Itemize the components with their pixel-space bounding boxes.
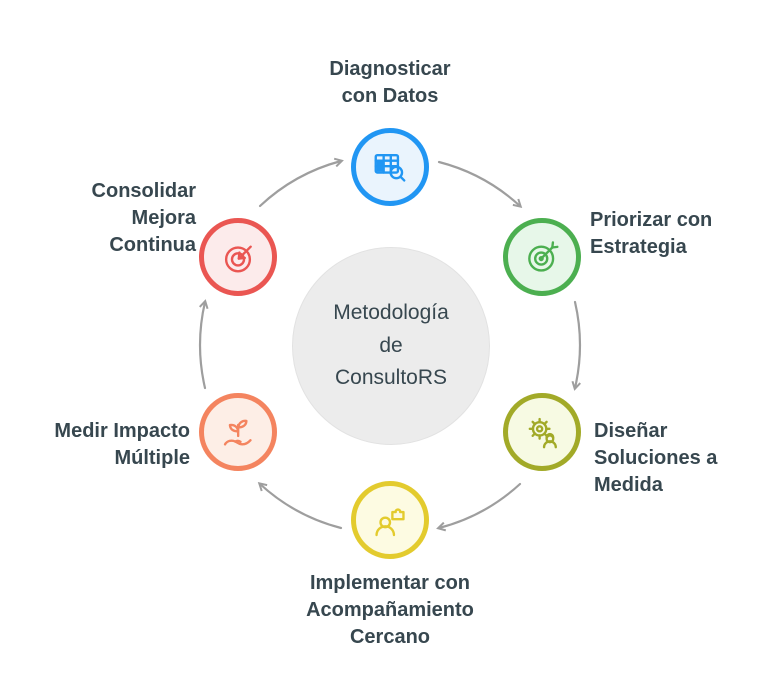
target-dart-icon	[528, 241, 559, 272]
node-label-disenar: Diseñar Soluciones a Medida	[594, 420, 718, 496]
arrow-medir-to-consolidar	[198, 299, 209, 390]
node-consolidar	[199, 218, 277, 296]
gear-engineer-icon	[528, 417, 557, 449]
node-disenar	[503, 393, 581, 471]
hand-leaves-icon	[223, 419, 252, 446]
node-label-priorizar: Priorizar con Estrategia	[590, 209, 713, 258]
node-label-medir: Medir Impacto Múltiple	[54, 420, 190, 469]
arrow-diagnosticar-to-priorizar	[437, 160, 523, 209]
center-title: Metodología de ConsultoRS	[333, 301, 449, 390]
center-circle: Metodología de ConsultoRS	[292, 247, 490, 445]
node-label-implementar: Implementar con Acompañamiento Cercano	[306, 572, 474, 648]
node-label-consolidar: Consolidar Mejora Continua	[91, 180, 196, 256]
arrow-consolidar-to-diagnosticar	[258, 157, 344, 208]
arrow-implementar-to-medir	[257, 481, 343, 530]
node-label-diagnosticar: Diagnosticar con Datos	[329, 58, 451, 107]
arrow-priorizar-to-disenar	[571, 300, 582, 391]
table-search-icon	[374, 153, 406, 182]
arrow-disenar-to-implementar	[436, 482, 522, 532]
person-puzzle-icon	[375, 508, 405, 537]
node-medir	[199, 393, 277, 471]
node-diagnosticar	[351, 128, 429, 206]
target-arrow-icon	[224, 245, 252, 273]
node-priorizar	[503, 218, 581, 296]
node-implementar	[351, 481, 429, 559]
